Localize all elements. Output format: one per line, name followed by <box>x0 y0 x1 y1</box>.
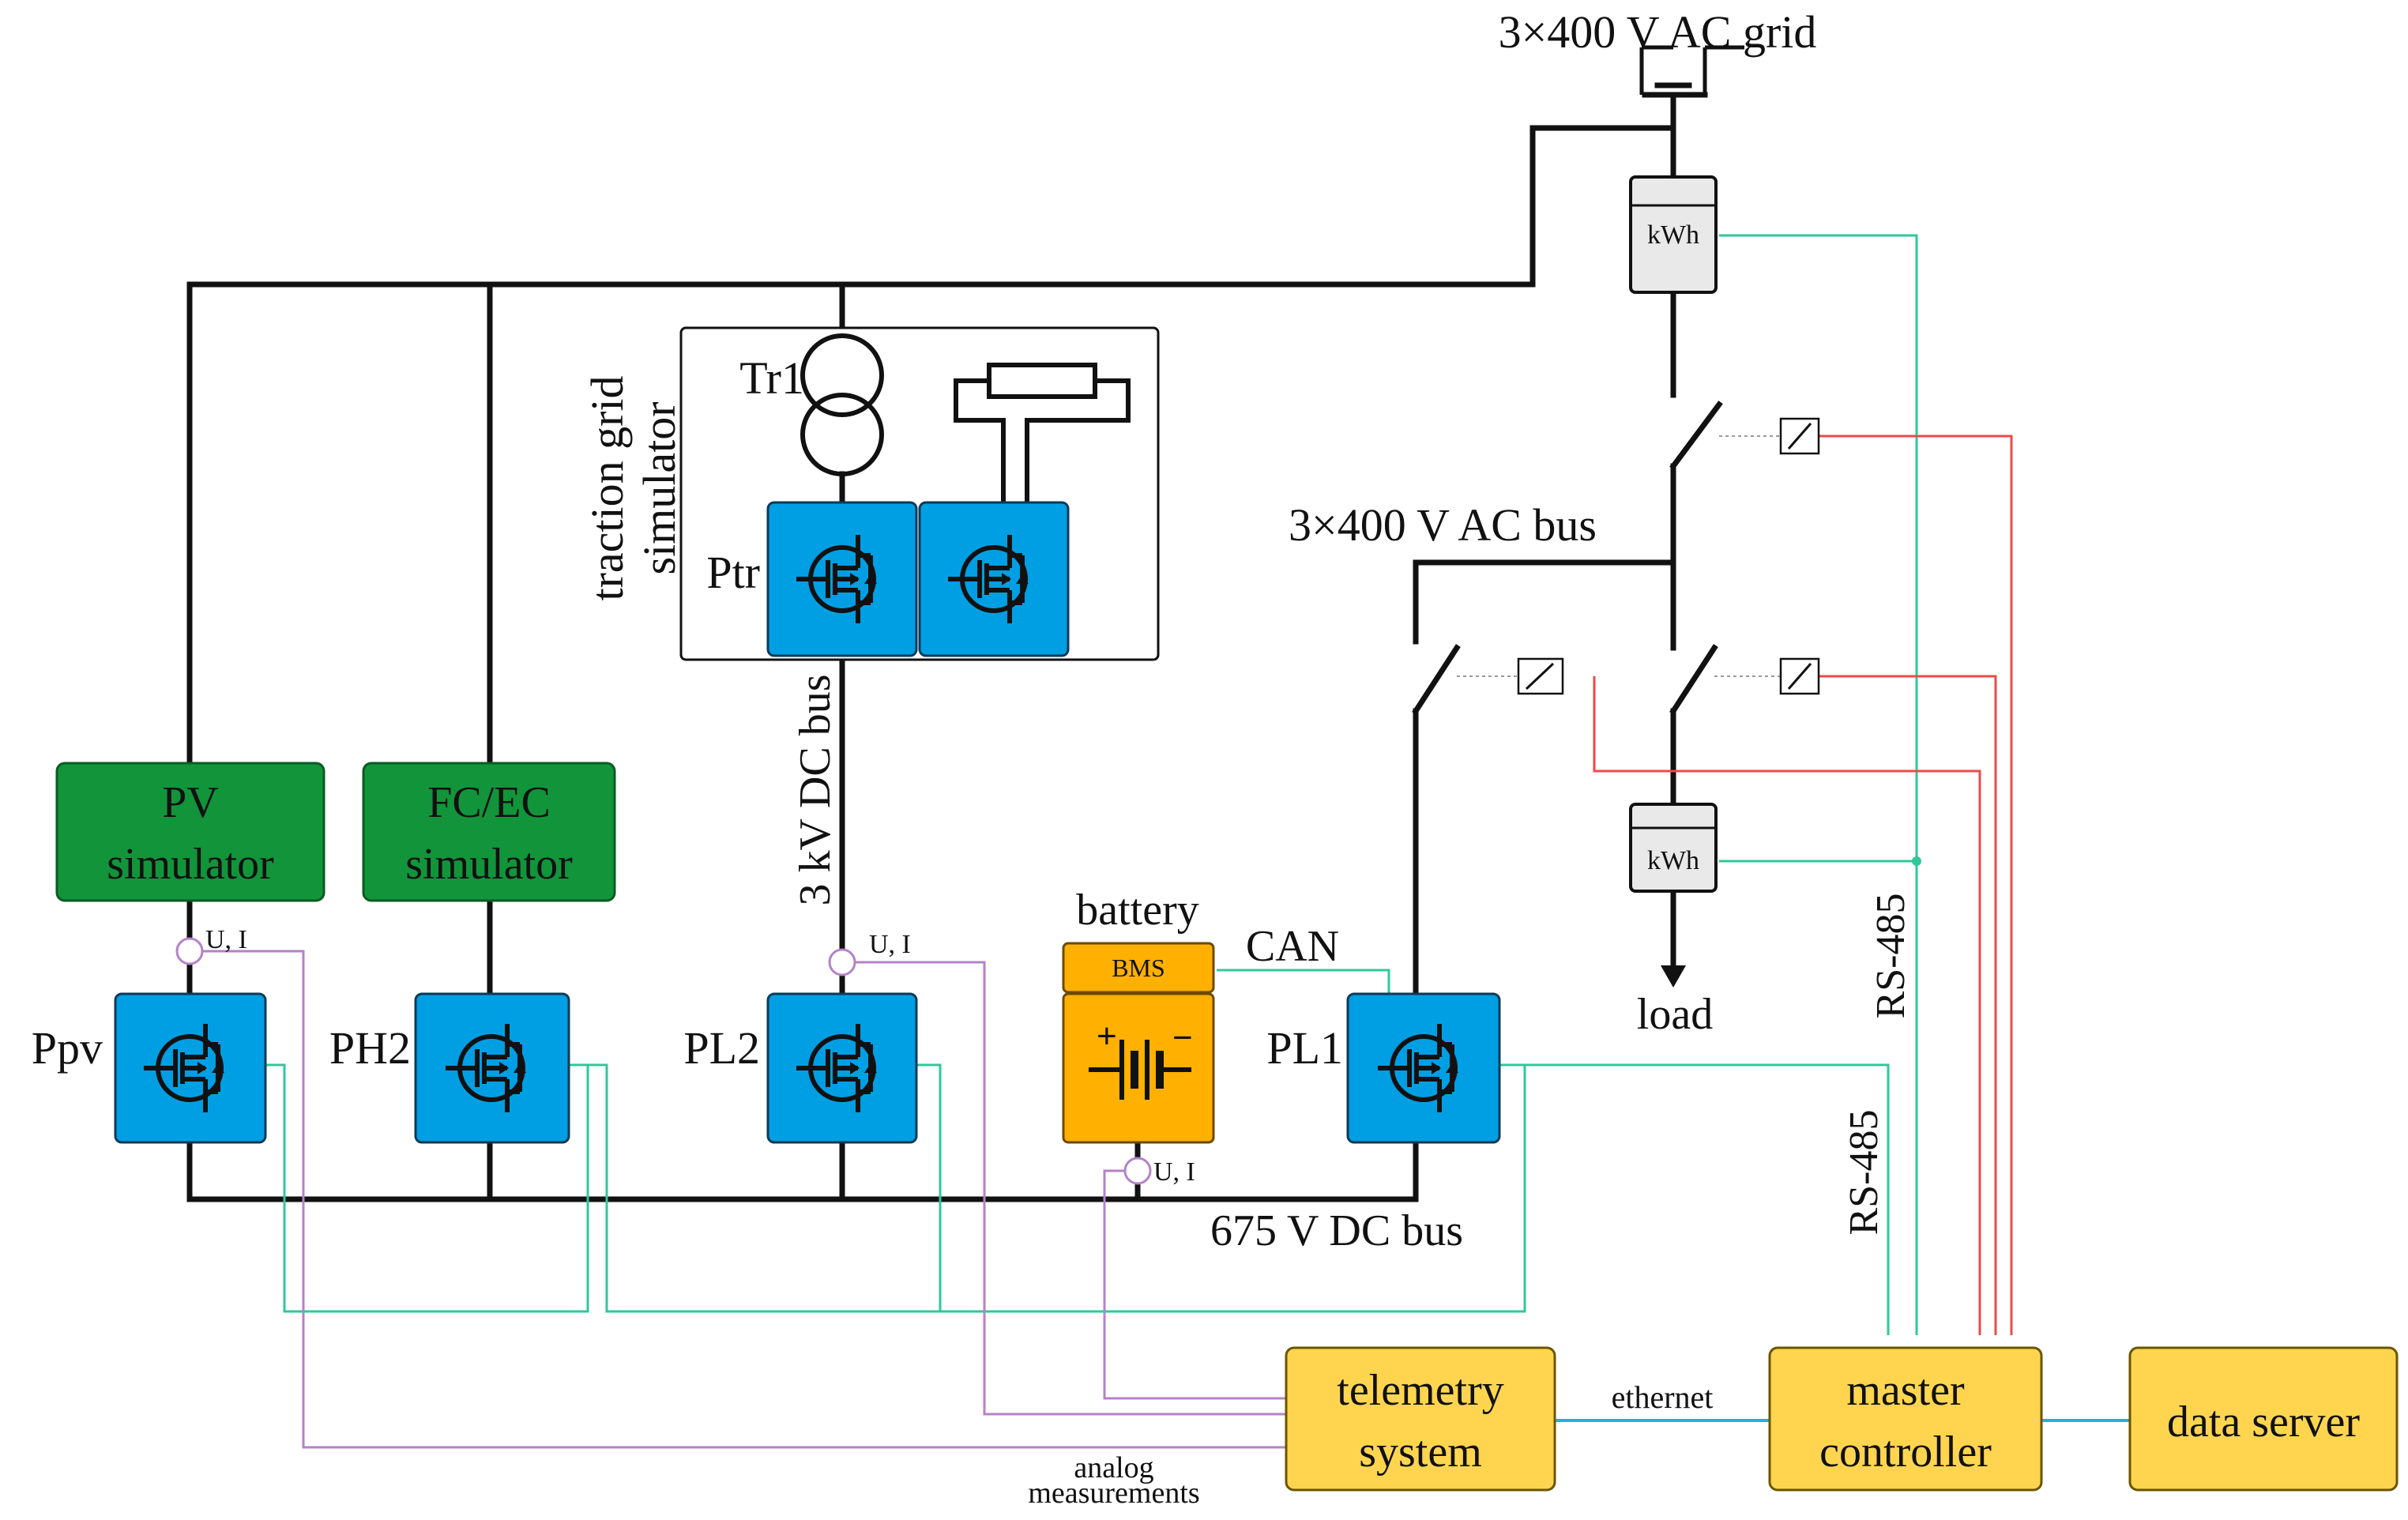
traction-title-line2: simulator <box>634 401 685 574</box>
svg-text:data server: data server <box>2167 1398 2360 1447</box>
rs485-label-a: RS-485 <box>1868 894 1913 1019</box>
ui-label-battery: U, I <box>1153 1157 1195 1187</box>
battery-unit: BMS + − <box>1062 942 1215 1144</box>
ac-bus-label: 3×400 V AC bus <box>1289 499 1597 551</box>
ethernet-label: ethernet <box>1612 1379 1714 1415</box>
rs485-label-b: RS-485 <box>1842 1110 1887 1236</box>
ph2-label: PH2 <box>329 1022 411 1074</box>
pv-simulator: PV simulator <box>55 762 325 902</box>
pl1-label: PL1 <box>1266 1022 1343 1074</box>
pl2-converter <box>766 992 918 1144</box>
tr1-label: Tr1 <box>739 352 804 404</box>
relay-actuator-right <box>1779 657 1820 695</box>
ph2-converter <box>414 992 570 1144</box>
data-server: data server <box>2128 1346 2399 1492</box>
relay-actuator-main <box>1779 417 1820 455</box>
svg-text:simulator: simulator <box>405 840 573 889</box>
ppv-converter <box>114 992 267 1144</box>
braking-resistor-icon <box>987 363 1097 399</box>
ui-label-pl2: U, I <box>869 930 911 959</box>
svg-text:master: master <box>1846 1366 1965 1415</box>
battery-icon: + − <box>1089 1017 1193 1100</box>
dc-bus-3kv-label: 3 kV DC bus <box>791 674 840 905</box>
svg-text:telemetry: telemetry <box>1337 1366 1503 1415</box>
measurement-point-pl2 <box>828 948 856 976</box>
svg-text:system: system <box>1359 1428 1482 1477</box>
kwh-meter-grid: kWh <box>1629 175 1718 294</box>
master-controller: master controller <box>1768 1346 2043 1492</box>
svg-text:PV: PV <box>162 778 219 827</box>
kwh-meter-load: kWh <box>1629 803 1718 893</box>
analog-label-line1: analog <box>1074 1451 1153 1484</box>
ui-label-pv: U, I <box>205 925 247 954</box>
svg-text:kWh: kWh <box>1647 846 1699 875</box>
ptr-label: Ptr <box>706 547 760 598</box>
measurement-point-battery <box>1123 1157 1152 1185</box>
svg-text:FC/EC: FC/EC <box>427 778 551 827</box>
svg-text:kWh: kWh <box>1647 220 1699 250</box>
traction-title-line1: traction grid <box>581 375 633 600</box>
transformer-icon <box>800 333 884 417</box>
pl1-converter <box>1346 992 1501 1144</box>
dc-bus-675-label: 675 V DC bus <box>1210 1206 1463 1255</box>
svg-text:simulator: simulator <box>107 840 274 889</box>
traction-grid-simulator: Tr1 Ptr traction grid simulator <box>581 326 1160 661</box>
relay-actuator-left <box>1517 657 1564 695</box>
load-label: load <box>1637 990 1713 1039</box>
ppv-label: Ppv <box>32 1022 103 1074</box>
can-label: CAN <box>1246 922 1339 971</box>
measurement-point-pv <box>175 937 204 965</box>
telemetry-system: telemetry system <box>1285 1346 1556 1492</box>
signal-wiring <box>202 234 2130 1449</box>
fc-ec-simulator: FC/EC simulator <box>362 762 616 902</box>
svg-text:+: + <box>1097 1017 1117 1055</box>
ac-grid-label: 3×400 V AC grid <box>1499 6 1817 58</box>
svg-text:−: − <box>1172 1018 1193 1057</box>
bms-label: BMS <box>1112 954 1165 982</box>
svg-text:controller: controller <box>1819 1428 1992 1477</box>
analog-label-line2: measurements <box>1028 1477 1199 1510</box>
pl2-label: PL2 <box>683 1022 760 1074</box>
power-wiring <box>186 45 1744 1202</box>
battery-label: battery <box>1076 886 1198 935</box>
